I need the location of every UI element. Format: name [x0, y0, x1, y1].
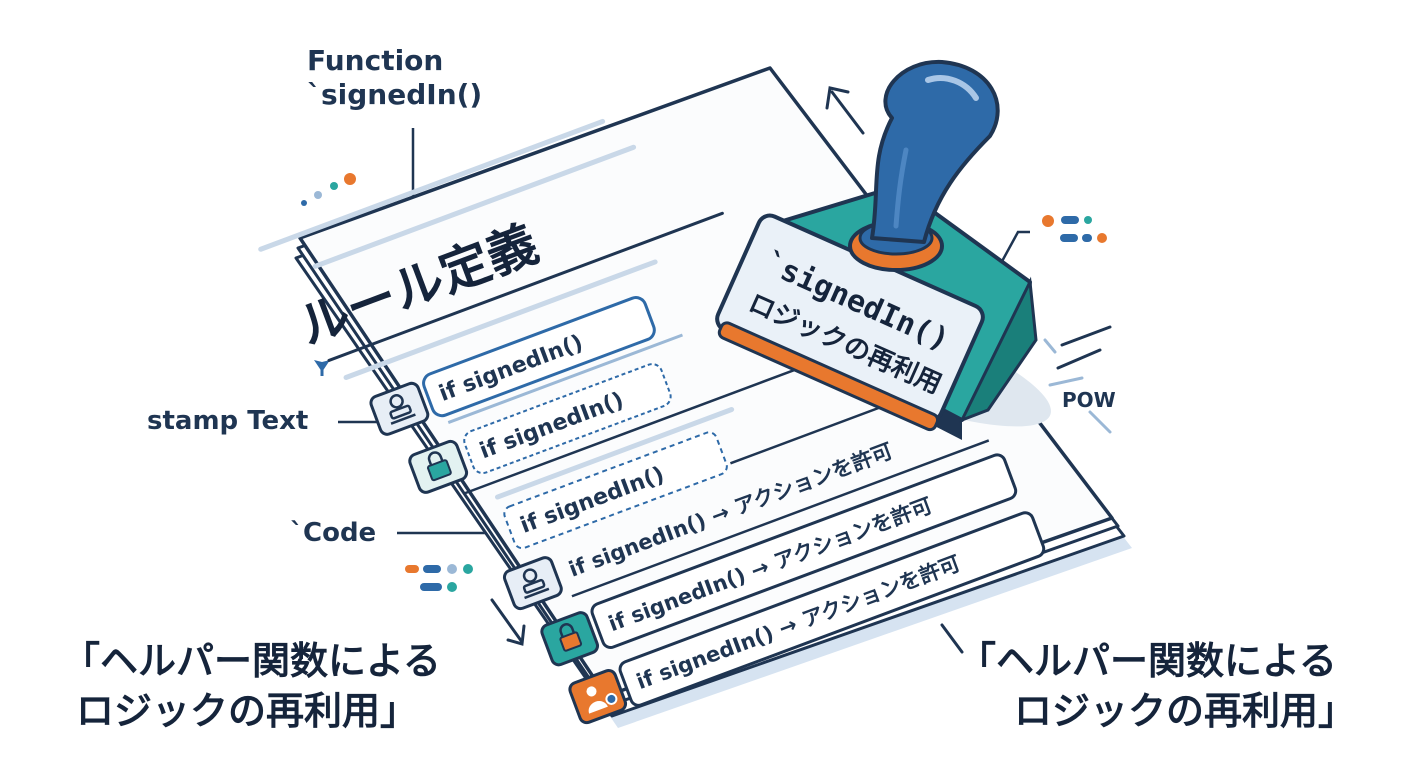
caption-left: 「ヘルパー関数による ロジックの再利用」 — [62, 636, 441, 736]
caption-right-line-1: 「ヘルパー関数による — [958, 639, 1337, 683]
lock-icon — [426, 451, 452, 482]
caption-left-line-2: ロジックの再利用」 — [76, 689, 419, 733]
arrow-down-left — [490, 598, 526, 646]
decor-dots-top-right — [1042, 215, 1107, 243]
decor-dots-bottom-left — [405, 564, 473, 592]
stamp-text-label: stamp Text — [147, 406, 309, 436]
code-label: `Code — [290, 518, 377, 548]
arrow-up-small — [314, 360, 330, 376]
caption-right: 「ヘルパー関数による ロジックの再利用」 — [958, 636, 1356, 736]
lock-icon — [559, 623, 583, 652]
function-label-line-2: `signedIn() — [307, 78, 483, 111]
function-label: Function `signedIn() — [307, 44, 482, 112]
stamp-icon — [389, 394, 416, 425]
caption-right-line-2: ロジックの再利用」 — [1014, 689, 1357, 733]
stamp-icon — [522, 568, 550, 600]
function-label-line-1: Function — [307, 44, 444, 77]
user-gear-icon — [586, 686, 618, 714]
decor-dots-top-left — [301, 173, 356, 206]
caption-left-line-1: 「ヘルパー関数による — [62, 639, 441, 683]
accent-line-bottom-right — [940, 623, 964, 654]
arrow-up-right — [825, 86, 865, 135]
pow-label: POW — [1062, 388, 1116, 412]
accent-lines-right — [1043, 325, 1112, 434]
